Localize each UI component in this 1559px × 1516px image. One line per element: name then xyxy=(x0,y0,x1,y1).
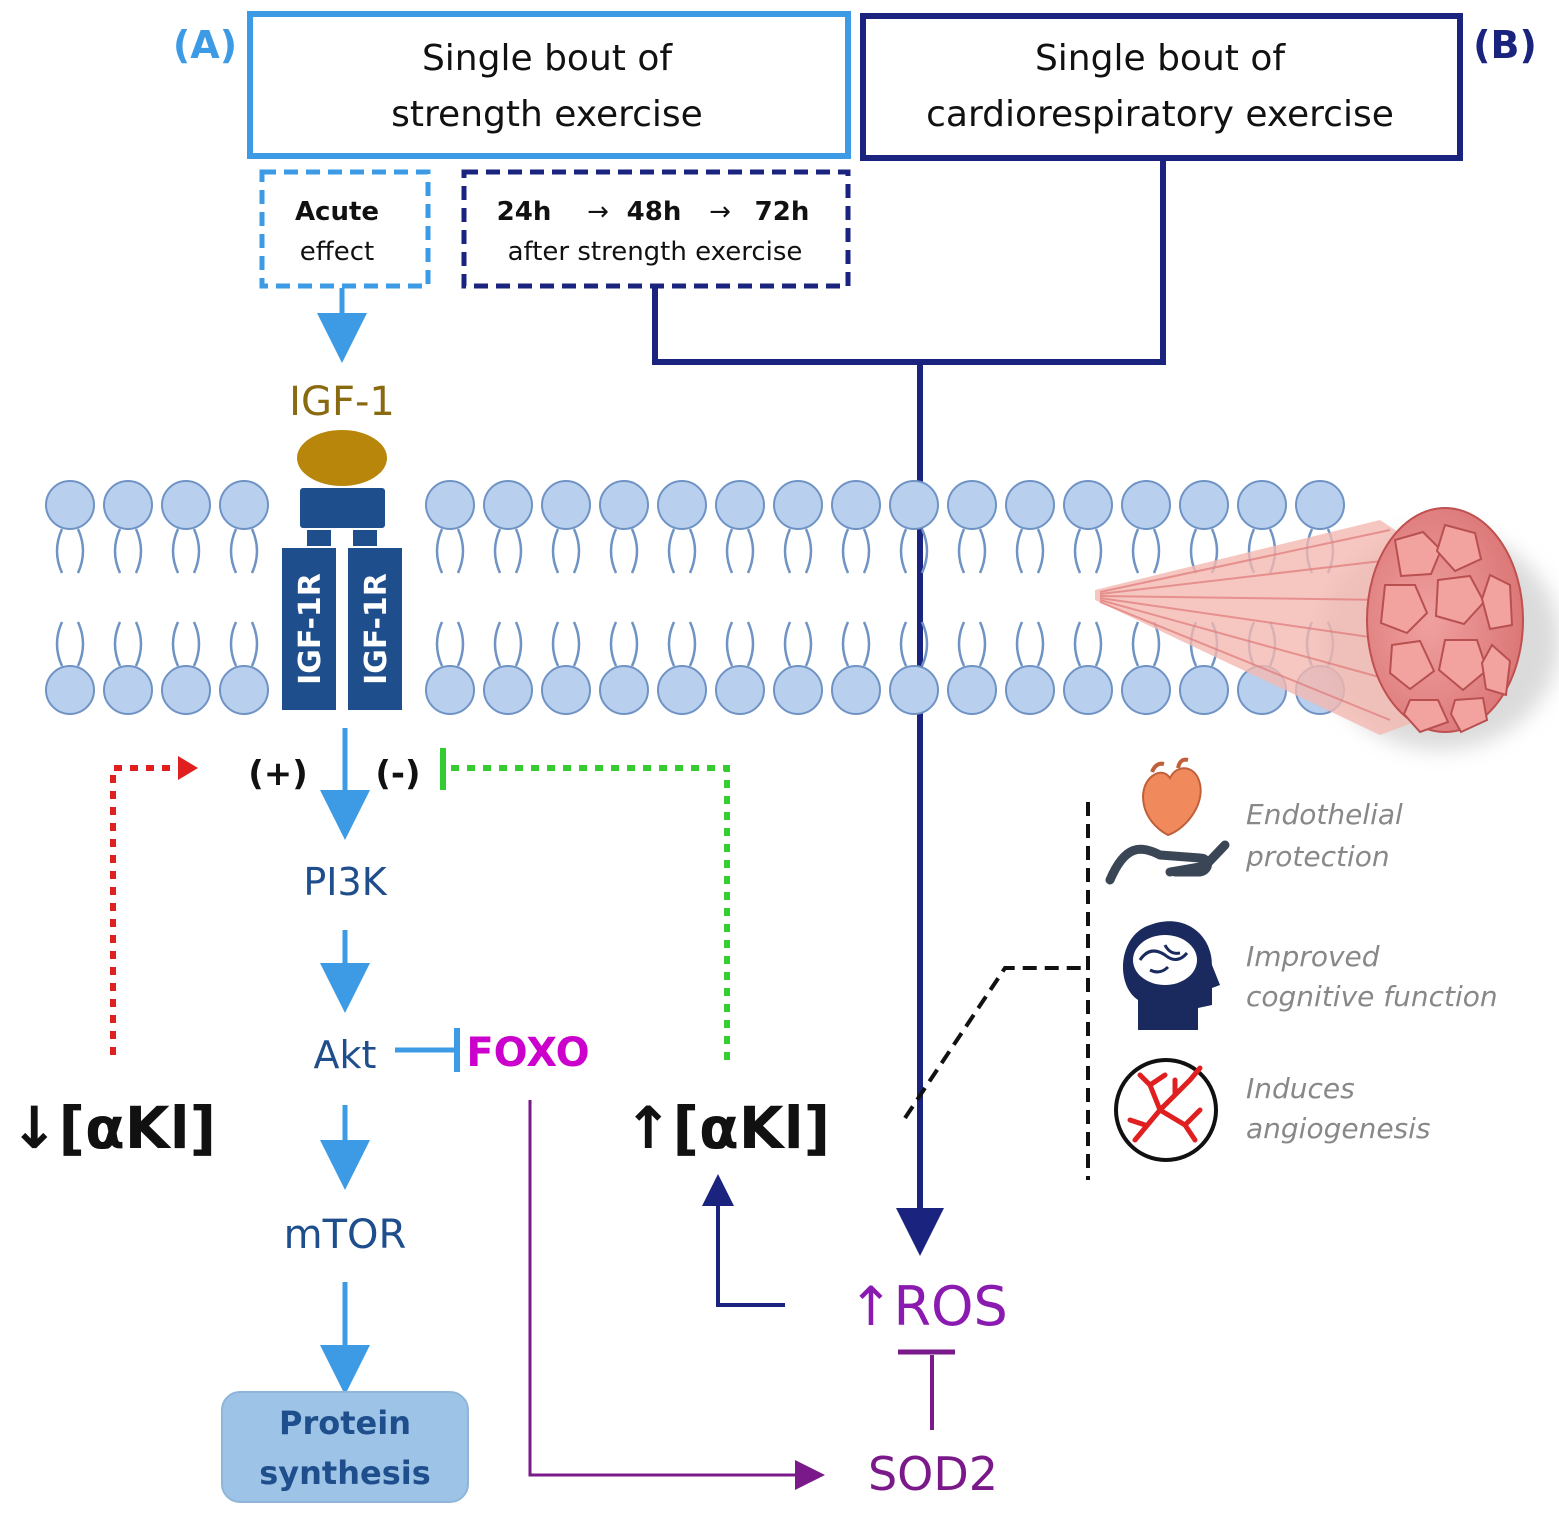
timeline-box xyxy=(461,169,851,289)
acute-label: Acute xyxy=(295,197,379,227)
timeline-48h: 48h xyxy=(627,197,682,227)
acute-effect-box xyxy=(259,169,431,289)
ros-to-klotho-arrow xyxy=(702,1174,785,1307)
lipid-molecule xyxy=(425,480,475,715)
igf1-ligand xyxy=(297,430,387,486)
minus-sign: (-) xyxy=(375,754,420,794)
strength-title-line1: Single bout of xyxy=(422,38,673,79)
benefit-3-line2: angiogenesis xyxy=(1246,1112,1431,1145)
akt-label: Akt xyxy=(314,1033,377,1077)
timeline-24h: 24h xyxy=(497,197,552,227)
low-klotho-dotted-line xyxy=(110,765,175,1055)
benefit-2-line2: cognitive function xyxy=(1246,980,1498,1013)
lipid-molecule xyxy=(1063,480,1113,715)
cardio-title-line2: cardiorespiratory exercise xyxy=(926,94,1394,135)
lipid-molecule xyxy=(161,480,211,715)
vessels-icon xyxy=(1114,1058,1218,1162)
cardio-title-line1: Single bout of xyxy=(1035,38,1286,79)
pi3k-label: PI3K xyxy=(303,860,387,904)
timeline-72h: 72h xyxy=(755,197,810,227)
lipid-molecule xyxy=(947,480,997,715)
protein-label: Protein xyxy=(279,1404,411,1442)
mtor-label: mTOR xyxy=(284,1212,407,1258)
cardio-exercise-box xyxy=(860,13,1463,161)
igf1r-label-left: IGF-1R xyxy=(293,573,328,685)
foxo-to-sod2-arrow xyxy=(528,1100,825,1490)
igf1r-label-right: IGF-1R xyxy=(359,573,394,685)
timeline-cardio-connector xyxy=(652,160,1166,365)
cell-membrane xyxy=(45,480,1345,715)
panel-b-tag: (B) xyxy=(1473,23,1537,67)
igf1-label: IGF-1 xyxy=(289,379,395,425)
high-klotho-label: ↑[αKl] xyxy=(624,1094,830,1162)
sod2-label: SOD2 xyxy=(868,1447,998,1501)
muscle-fiber-icon xyxy=(1095,507,1559,750)
strength-title-line2: strength exercise xyxy=(391,94,703,135)
low-klotho-label: ↓[αKl] xyxy=(10,1094,216,1162)
benefits-connector xyxy=(903,966,1088,1120)
lipid-molecule xyxy=(831,480,881,715)
protein-synthesis-box xyxy=(221,1391,469,1503)
lipid-molecule xyxy=(599,480,649,715)
lipid-molecule xyxy=(45,480,95,715)
igf1-receptor xyxy=(282,488,402,710)
timeline-caption: after strength exercise xyxy=(508,237,803,267)
panel-a-label: (A) xyxy=(173,23,237,67)
synthesis-label: synthesis xyxy=(259,1454,431,1492)
lipid-molecule xyxy=(219,480,269,715)
lipid-molecule xyxy=(1005,480,1055,715)
plus-sign: (+) xyxy=(248,754,308,794)
lipid-molecule xyxy=(773,480,823,715)
lipid-molecule xyxy=(715,480,765,715)
heart-hand-icon xyxy=(1105,757,1230,885)
lipid-molecule xyxy=(889,480,939,715)
high-klotho-dotted-line xyxy=(445,765,730,1060)
brain-head-icon xyxy=(1122,921,1220,1030)
lipid-molecule xyxy=(541,480,591,715)
lipid-molecule xyxy=(657,480,707,715)
foxo-label: FOXO xyxy=(466,1030,589,1076)
timeline-arrow-1: → xyxy=(587,197,609,227)
strength-exercise-box xyxy=(247,11,851,159)
ros-label: ↑ROS xyxy=(848,1275,1008,1338)
panel-a-tag: (A) xyxy=(173,23,237,67)
benefit-1-line2: protection xyxy=(1245,840,1390,873)
benefit-1-line1: Endothelial xyxy=(1246,798,1403,831)
low-klotho-arrowhead xyxy=(178,756,198,780)
lipid-molecule xyxy=(483,480,533,715)
effect-label: effect xyxy=(300,237,374,267)
benefit-3-line1: Induces xyxy=(1246,1072,1355,1105)
lipid-molecule xyxy=(103,480,153,715)
benefit-2-line1: Improved xyxy=(1246,940,1380,973)
timeline-arrow-2: → xyxy=(709,197,731,227)
